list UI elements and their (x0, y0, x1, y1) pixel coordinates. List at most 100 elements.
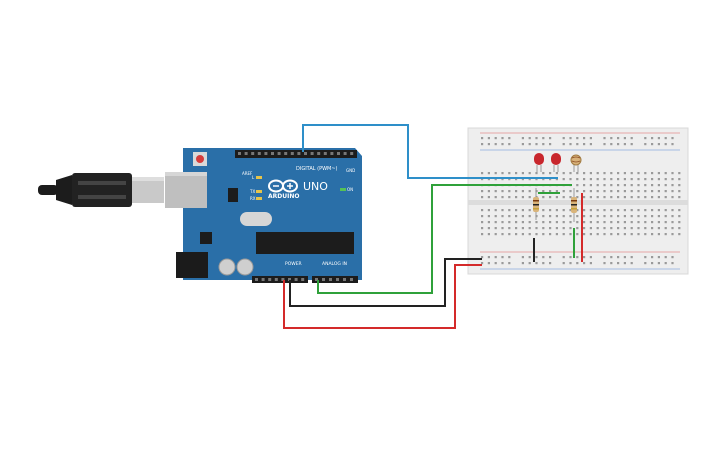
resistor-2[interactable] (571, 188, 577, 222)
breadboard-hole[interactable] (651, 209, 654, 212)
breadboard-hole[interactable] (630, 196, 633, 199)
breadboard-hole[interactable] (481, 215, 484, 218)
breadboard-hole[interactable] (617, 172, 620, 175)
breadboard-hole[interactable] (603, 178, 606, 181)
breadboard-hole[interactable] (501, 190, 504, 193)
header-pin[interactable] (315, 278, 318, 281)
breadboard-hole[interactable] (583, 178, 586, 181)
breadboard-hole[interactable] (664, 184, 667, 187)
breadboard-hole[interactable] (671, 215, 674, 218)
breadboard-hole[interactable] (555, 221, 558, 224)
header-pin[interactable] (268, 278, 272, 281)
breadboard-hole[interactable] (515, 209, 518, 212)
header-pin[interactable] (337, 152, 340, 155)
breadboard-hole[interactable] (651, 227, 654, 230)
breadboard-hole[interactable] (623, 215, 626, 218)
breadboard-hole[interactable] (589, 221, 592, 224)
breadboard-hole[interactable] (583, 196, 586, 199)
breadboard-hole[interactable] (657, 172, 660, 175)
rail-hole[interactable] (576, 256, 579, 259)
breadboard-hole[interactable] (521, 221, 524, 224)
rail-hole[interactable] (664, 143, 667, 146)
breadboard-hole[interactable] (623, 233, 626, 236)
breadboard-hole[interactable] (657, 209, 660, 212)
breadboard-hole[interactable] (678, 227, 681, 230)
breadboard-hole[interactable] (555, 209, 558, 212)
breadboard-hole[interactable] (637, 178, 640, 181)
breadboard-hole[interactable] (501, 196, 504, 199)
breadboard-hole[interactable] (637, 227, 640, 230)
breadboard-hole[interactable] (487, 215, 490, 218)
breadboard-hole[interactable] (623, 172, 626, 175)
breadboard-hole[interactable] (528, 196, 531, 199)
breadboard-hole[interactable] (494, 221, 497, 224)
breadboard-hole[interactable] (549, 172, 552, 175)
breadboard-hole[interactable] (562, 215, 565, 218)
breadboard-hole[interactable] (610, 209, 613, 212)
header-pin[interactable] (336, 278, 339, 281)
breadboard-hole[interactable] (651, 221, 654, 224)
breadboard-hole[interactable] (549, 233, 552, 236)
breadboard-hole[interactable] (678, 221, 681, 224)
breadboard-hole[interactable] (542, 221, 545, 224)
breadboard-hole[interactable] (630, 190, 633, 193)
rail-hole[interactable] (603, 137, 606, 140)
breadboard-hole[interactable] (617, 190, 620, 193)
breadboard-hole[interactable] (487, 178, 490, 181)
breadboard-hole[interactable] (576, 178, 579, 181)
breadboard-hole[interactable] (501, 178, 504, 181)
breadboard-hole[interactable] (630, 221, 633, 224)
breadboard-hole[interactable] (617, 227, 620, 230)
breadboard-hole[interactable] (569, 190, 572, 193)
breadboard-hole[interactable] (678, 209, 681, 212)
rail-hole[interactable] (562, 262, 565, 265)
breadboard-hole[interactable] (678, 196, 681, 199)
breadboard-hole[interactable] (617, 221, 620, 224)
rail-hole[interactable] (501, 262, 504, 265)
breadboard-hole[interactable] (535, 172, 538, 175)
breadboard-hole[interactable] (494, 215, 497, 218)
breadboard-hole[interactable] (610, 221, 613, 224)
breadboard-hole[interactable] (515, 233, 518, 236)
header-pin[interactable] (274, 278, 278, 281)
breadboard-hole[interactable] (576, 172, 579, 175)
breadboard-hole[interactable] (555, 196, 558, 199)
breadboard-hole[interactable] (515, 178, 518, 181)
breadboard[interactable] (467, 127, 689, 275)
rail-hole[interactable] (589, 143, 592, 146)
breadboard-hole[interactable] (542, 215, 545, 218)
breadboard-hole[interactable] (487, 196, 490, 199)
breadboard-hole[interactable] (528, 172, 531, 175)
breadboard-hole[interactable] (569, 227, 572, 230)
breadboard-hole[interactable] (617, 233, 620, 236)
breadboard-hole[interactable] (494, 190, 497, 193)
breadboard-hole[interactable] (596, 221, 599, 224)
rail-hole[interactable] (549, 256, 552, 259)
breadboard-hole[interactable] (664, 227, 667, 230)
rail-hole[interactable] (576, 262, 579, 265)
rail-hole[interactable] (528, 143, 531, 146)
breadboard-hole[interactable] (535, 227, 538, 230)
rail-hole[interactable] (671, 137, 674, 140)
breadboard-hole[interactable] (657, 178, 660, 181)
rail-hole[interactable] (501, 137, 504, 140)
breadboard-hole[interactable] (481, 227, 484, 230)
rail-hole[interactable] (562, 143, 565, 146)
breadboard-hole[interactable] (508, 190, 511, 193)
breadboard-hole[interactable] (562, 221, 565, 224)
header-pin[interactable] (322, 278, 325, 281)
breadboard-hole[interactable] (515, 215, 518, 218)
rail-hole[interactable] (494, 262, 497, 265)
breadboard-hole[interactable] (542, 178, 545, 181)
breadboard-hole[interactable] (596, 184, 599, 187)
breadboard-hole[interactable] (651, 178, 654, 181)
breadboard-hole[interactable] (555, 215, 558, 218)
header-pin[interactable] (288, 278, 291, 281)
rail-hole[interactable] (603, 256, 606, 259)
rail-hole[interactable] (521, 137, 524, 140)
led-2[interactable] (551, 153, 561, 172)
breadboard-hole[interactable] (671, 233, 674, 236)
breadboard-hole[interactable] (610, 215, 613, 218)
breadboard-hole[interactable] (508, 215, 511, 218)
breadboard-hole[interactable] (576, 209, 579, 212)
